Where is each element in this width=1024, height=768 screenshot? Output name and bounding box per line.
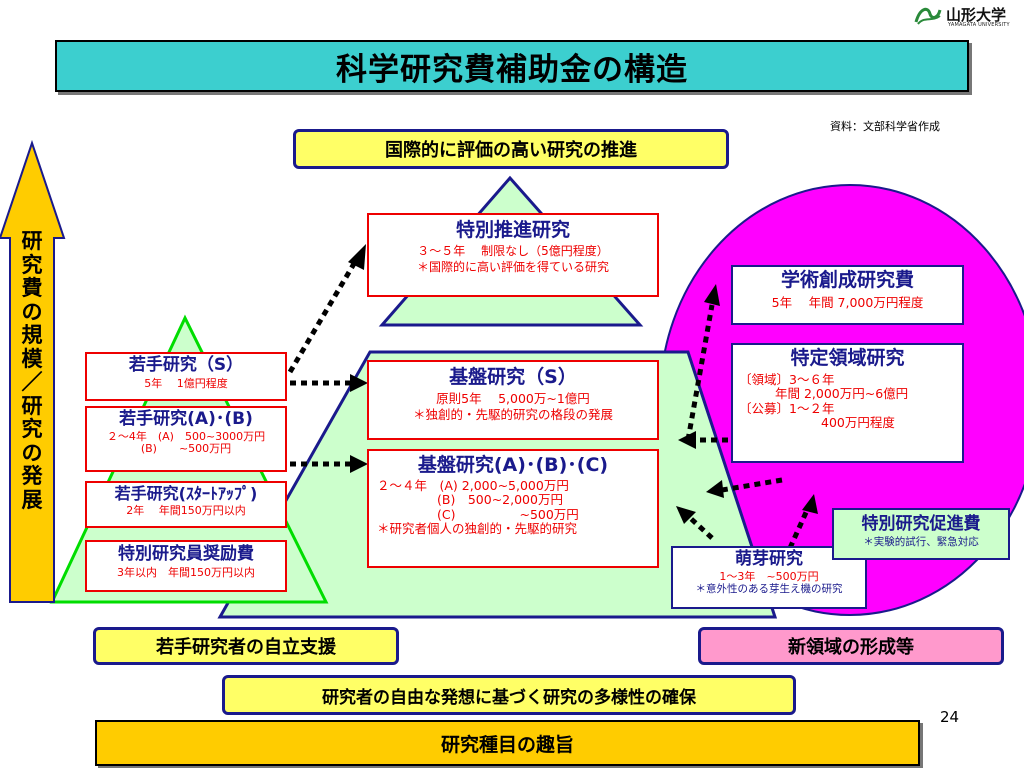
wakate-ab-line2: (B) ~500万円	[140, 442, 232, 456]
tokubetsu-suishin-line2: ＊国際的に高い評価を得ている研究	[416, 259, 609, 274]
kiban-abc-line3-row: (C) ~500万円	[377, 506, 649, 522]
tokubetsu-kenkyuin-box: 特別研究員奨励費 3年以内 年間150万円以内	[85, 540, 287, 592]
kiban-abc-line1: ２〜４年 (A) 2,000~5,000万円	[377, 477, 569, 493]
tokutei-ryouiki-box: 特定領域研究 〔領域〕3〜６年 年間 2,000万円~6億円 〔公募〕1〜２年 …	[731, 343, 964, 463]
wakate-s-title: 若手研究（S）	[128, 355, 244, 375]
page-title: 科学研究費補助金の構造	[55, 40, 969, 92]
wakate-startup-line1: 2年 年間150万円以内	[126, 504, 246, 518]
wakate-s-box: 若手研究（S） 5年 1億円程度	[85, 352, 287, 401]
hoga-box: 萌芽研究 1〜3年 ~500万円 ＊意外性のある芽生え機の研究	[671, 546, 867, 609]
kiban-abc-line3b: ~500万円	[519, 506, 579, 522]
gakujutsu-sousei-line1: 5年 年間 7,000万円程度	[771, 294, 924, 310]
kiban-abc-line4: ＊研究者個人の独創的・先駆的研究	[377, 520, 578, 536]
kiban-abc-title: 基盤研究(A)･(B)･(C)	[417, 454, 609, 476]
tokubetsu-kenkyuin-title: 特別研究員奨励費	[118, 544, 254, 564]
kiban-s-line1: 原則5年 5,000万~1億円	[436, 390, 590, 406]
arrow-hoga-to-kiban	[686, 514, 714, 540]
wakate-startup-title: 若手研究(ｽﾀｰﾄｱｯﾌﾟ)	[114, 484, 258, 503]
kiban-abc-line2: (B) 500~2,000万円	[437, 492, 563, 508]
top-banner: 国際的に評価の高い研究の推進	[293, 129, 729, 169]
page-number: 24	[940, 708, 960, 726]
arrowhead-2	[350, 374, 368, 392]
arrowhead-4	[704, 284, 720, 306]
tokutei-ryouiki-line3: 〔公募〕1〜２年	[739, 400, 835, 416]
kiban-abc-line3: (C)	[437, 506, 456, 522]
logo-mark-icon	[914, 7, 942, 25]
gakujutsu-sousei-title: 学術創成研究費	[780, 269, 914, 291]
diversity-label: 研究者の自由な発想に基づく研究の多様性の確保	[222, 675, 796, 715]
arrowhead-1	[348, 244, 366, 270]
wakate-ab-title: 若手研究(A)･(B)	[119, 409, 253, 429]
arrow-wakate-to-tokubetsu	[287, 260, 358, 374]
tokubetsu-suishin-line1: ３〜５年 制限なし（5億円程度）	[417, 243, 609, 258]
hoga-title: 萌芽研究	[735, 549, 803, 569]
kiban-s-title: 基盤研究（S）	[449, 366, 577, 388]
hoga-line2: ＊意外性のある芽生え機の研究	[695, 583, 843, 596]
new-field-label: 新領域の形成等	[698, 627, 1004, 665]
wakate-ab-box: 若手研究(A)･(B) ２〜4年 (A) 500~3000万円 (B) ~500…	[85, 406, 287, 472]
arrowhead-8	[802, 494, 818, 514]
logo-text: 山形大学	[946, 6, 1007, 24]
arrowhead-6	[676, 506, 696, 524]
arrowhead-7	[706, 480, 724, 498]
bottom-bar: 研究種目の趣旨	[95, 720, 920, 766]
wakate-startup-box: 若手研究(ｽﾀｰﾄｱｯﾌﾟ) 2年 年間150万円以内	[85, 481, 287, 528]
hoga-line1: 1〜3年 ~500万円	[719, 569, 819, 583]
tokutei-ryouiki-line2: 年間 2,000万円~6億円	[775, 386, 909, 402]
arrow-to-gakujutsu	[685, 304, 715, 441]
tokubetsu-sokushin-line1: ＊実験的試行、緊急対応	[863, 536, 979, 549]
tokubetsu-sokushin-box: 特別研究促進費 ＊実験的試行、緊急対応	[832, 508, 1010, 560]
tokubetsu-sokushin-title: 特別研究促進費	[861, 514, 981, 534]
tokutei-ryouiki-title: 特定領域研究	[790, 347, 905, 369]
tokubetsu-kenkyuin-line1: 3年以内 年間150万円以内	[117, 565, 255, 579]
vertical-arrow	[0, 139, 66, 603]
arrowhead-5	[678, 431, 696, 449]
young-support-label: 若手研究者の自立支援	[93, 627, 399, 665]
arrowhead-3	[350, 455, 368, 473]
tokubetsu-suishin-box: 特別推進研究 ３〜５年 制限なし（5億円程度） ＊国際的に高い評価を得ている研究	[367, 213, 659, 297]
side-arrow-label: 研究費の規模／研究の発展	[21, 229, 43, 512]
arrow-sokushin-up	[787, 506, 811, 550]
university-logo: 山形大学 YAMAGATA UNIVERSITY	[914, 4, 1024, 30]
gakujutsu-sousei-box: 学術創成研究費 5年 年間 7,000万円程度	[731, 265, 964, 325]
logo-subtext: YAMAGATA UNIVERSITY	[948, 22, 1010, 28]
wakate-ab-line1: ２〜4年 (A) 500~3000万円	[106, 429, 266, 443]
tokutei-ryouiki-line4: 400万円程度	[821, 414, 895, 430]
kiban-abc-box: 基盤研究(A)･(B)･(C) ２〜４年 (A) 2,000~5,000万円 (…	[367, 449, 659, 568]
source-note: 資料：文部科学省作成	[830, 120, 940, 133]
kiban-s-line2: ＊独創的・先駆的研究の格段の発展	[412, 407, 613, 423]
tokubetsu-suishin-title: 特別推進研究	[455, 219, 570, 241]
wakate-s-line1: 5年 1億円程度	[144, 376, 228, 390]
tokutei-ryouiki-line1: 〔領域〕3〜６年	[739, 371, 835, 387]
kiban-s-box: 基盤研究（S） 原則5年 5,000万~1億円 ＊独創的・先駆的研究の格段の発展	[367, 360, 659, 440]
